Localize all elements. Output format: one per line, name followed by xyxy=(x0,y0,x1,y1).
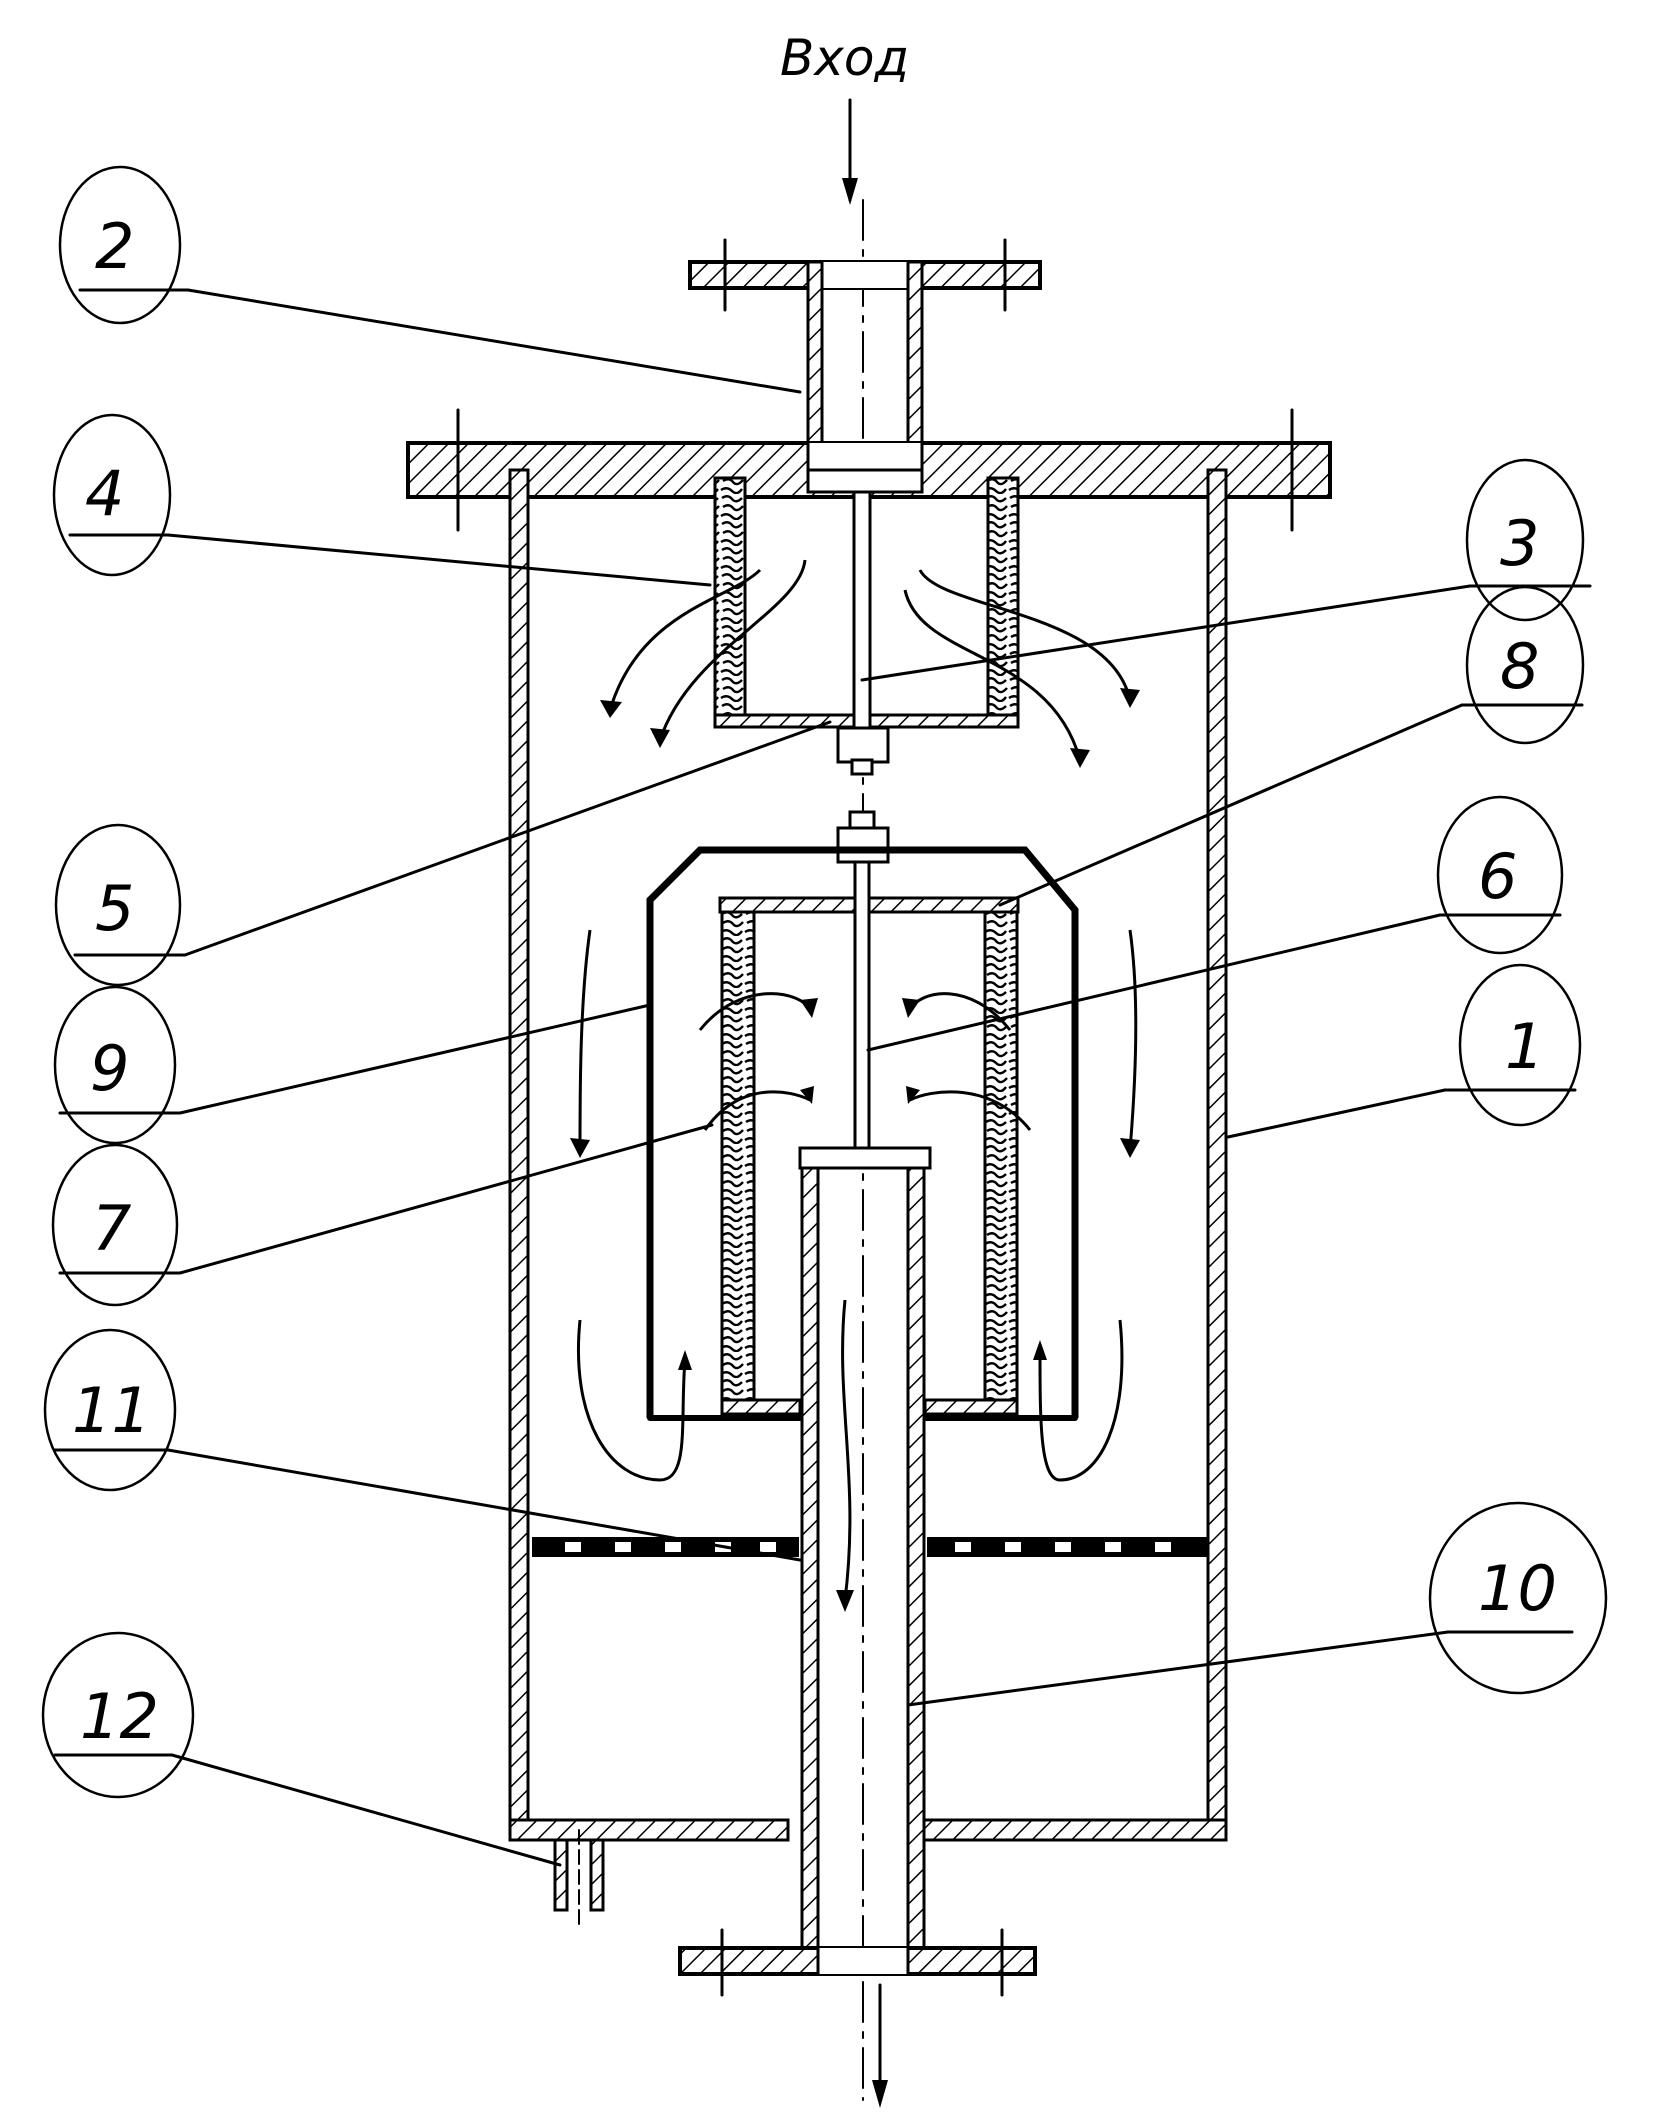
lower-filter-assembly xyxy=(646,810,1079,1421)
callout-7: 7 xyxy=(92,1192,131,1265)
callout-12: 12 xyxy=(80,1680,159,1753)
drain-pipe xyxy=(553,1829,605,1931)
bell-cap-9 xyxy=(646,846,1079,1418)
callout-1: 1 xyxy=(1505,1010,1544,1083)
inlet-label: Вход xyxy=(780,29,909,87)
callout-11: 11 xyxy=(72,1374,151,1447)
callout-2: 2 xyxy=(95,210,134,283)
callout-9: 9 xyxy=(90,1032,129,1105)
upper-filter-cartridge xyxy=(713,468,1020,776)
callout-10: 10 xyxy=(1478,1552,1557,1625)
callout-3: 3 xyxy=(1500,507,1539,580)
inlet-nozzle-flange xyxy=(688,238,1042,459)
callout-6: 6 xyxy=(1478,840,1517,913)
callout-5: 5 xyxy=(95,872,134,945)
leader-lines xyxy=(53,288,1592,1867)
callout-8: 8 xyxy=(1500,630,1539,703)
outlet-pipe xyxy=(678,1146,1037,2108)
callout-4: 4 xyxy=(85,457,124,530)
inlet-arrowhead xyxy=(842,178,858,205)
perforated-baffle xyxy=(532,1537,1207,1557)
callout-ovals xyxy=(41,165,1608,1799)
flow-arrowheads xyxy=(570,688,1140,1612)
